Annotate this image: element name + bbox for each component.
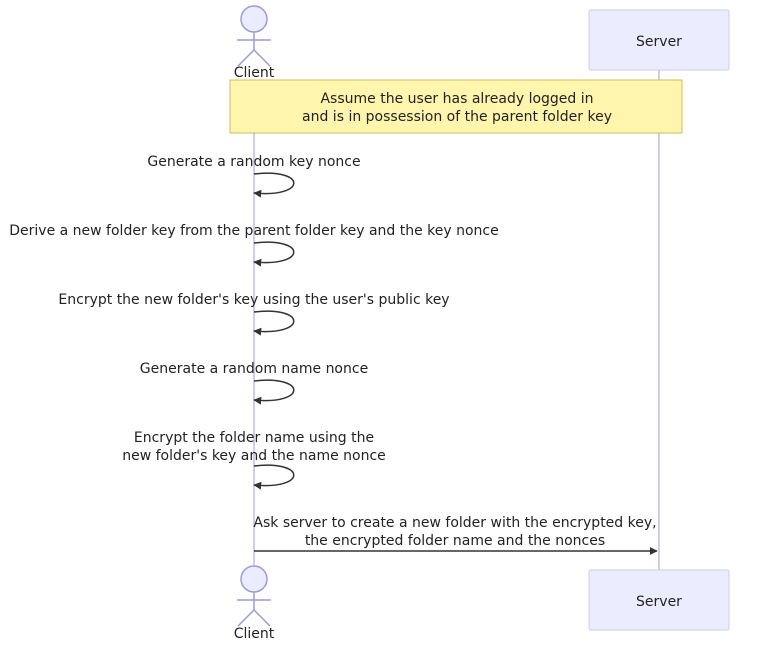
actor-head-icon — [240, 5, 268, 33]
message-generate-key-nonce: Generate a random key nonce — [147, 154, 361, 198]
client-actor-top[interactable]: Client — [234, 5, 275, 81]
participant-box — [588, 569, 730, 631]
message-label-line-2: new folder's key and the name nonce — [122, 448, 386, 464]
message-derive-folder-key: Derive a new folder key from the parent … — [9, 223, 499, 267]
actor-head-icon — [240, 565, 268, 593]
self-loop-arrow — [253, 379, 295, 405]
message-label: Derive a new folder key from the parent … — [9, 223, 499, 239]
message-encrypt-folder-name: Encrypt the folder name using the new fo… — [122, 430, 386, 490]
self-loop-arrow — [253, 241, 295, 267]
message-generate-name-nonce: Generate a random name nonce — [140, 361, 368, 405]
message-label: Encrypt the new folder's key using the u… — [58, 292, 449, 308]
server-participant-top[interactable]: Server — [588, 9, 730, 71]
self-loop-arrow — [253, 310, 295, 336]
message-label: Generate a random key nonce — [147, 154, 360, 170]
client-actor-label: Client — [234, 65, 275, 81]
message-label-line-2: the encrypted folder name and the nonces — [305, 533, 605, 549]
self-loop-arrow — [253, 464, 295, 490]
note-text-line-2: and is in possession of the parent folde… — [302, 109, 612, 125]
message-encrypt-folder-key: Encrypt the new folder's key using the u… — [58, 292, 450, 336]
server-participant-bottom[interactable]: Server — [588, 569, 730, 631]
note: Assume the user has already logged in an… — [229, 79, 683, 134]
self-loop-arrow — [253, 172, 295, 198]
message-label-line-1: Encrypt the folder name using the — [134, 430, 374, 446]
participant-box — [588, 9, 730, 71]
actor-body-icon — [237, 32, 271, 67]
server-participant-label: Server — [636, 34, 682, 50]
message-label: Generate a random name nonce — [140, 361, 368, 377]
client-actor-label: Client — [234, 626, 275, 642]
actor-body-icon — [237, 592, 271, 627]
message-create-folder-request: Ask server to create a new folder with t… — [253, 515, 658, 555]
server-participant-label: Server — [636, 594, 682, 610]
client-actor-bottom[interactable]: Client — [234, 565, 275, 642]
note-text-line-1: Assume the user has already logged in — [320, 91, 593, 107]
note-box — [229, 79, 683, 134]
message-label-line-1: Ask server to create a new folder with t… — [253, 515, 656, 531]
